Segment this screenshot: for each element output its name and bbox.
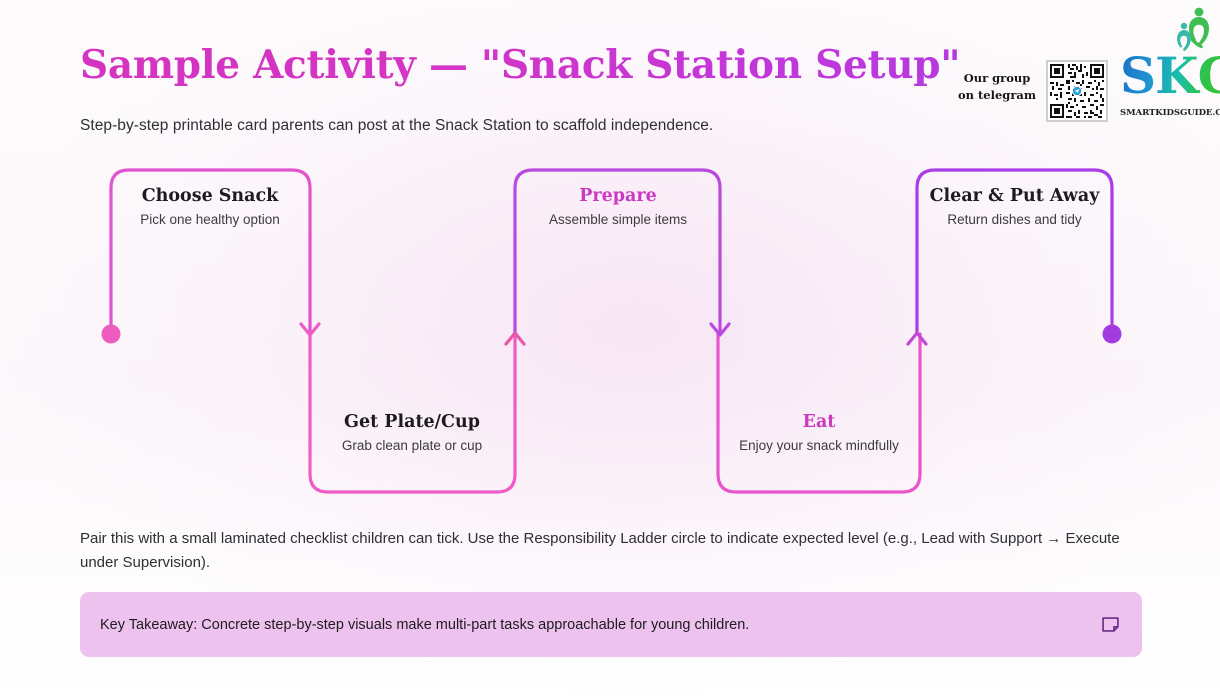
flow-step-eat[interactable]: Eat Enjoy your snack mindfully — [729, 411, 909, 455]
flow-step-desc: Pick one healthy option — [140, 212, 280, 227]
flow-step-title: Prepare — [579, 186, 657, 206]
flow-step-choose-snack[interactable]: Choose Snack Pick one healthy option — [120, 185, 300, 229]
page-subtitle: Step-by-step printable card parents can … — [80, 117, 714, 134]
flow-step-get-plate-cup[interactable]: Get Plate/Cup Grab clean plate or cup — [322, 411, 502, 455]
flow-step-title: Choose Snack — [141, 186, 279, 206]
flow-step-title: Eat — [802, 412, 836, 432]
flow-step-title: Clear & Put Away — [929, 186, 1100, 206]
flow-start-node — [101, 324, 121, 344]
flow-step-desc: Return dishes and tidy — [947, 212, 1082, 227]
page-title: Sample Activity — "Snack Station Setup" — [80, 42, 961, 88]
flow-end-node — [1102, 324, 1122, 344]
key-takeaway-text: Key Takeaway: Concrete step-by-step visu… — [100, 616, 750, 633]
sticky-note-icon[interactable] — [1101, 615, 1120, 634]
flow-step-desc: Assemble simple items — [548, 212, 688, 227]
key-takeaway-banner: Key Takeaway: Concrete step-by-step visu… — [80, 592, 1142, 657]
telegram-label: Our group on telegram — [957, 71, 1037, 102]
skg-logo: SKG SMARTKIDSGUIDE.COM — [1120, 7, 1220, 126]
flow-step-desc: Enjoy your snack mindfully — [739, 438, 899, 453]
brand-block: Our group on telegram — [954, 7, 1220, 126]
flow-step-desc: Grab clean plate or cup — [341, 438, 483, 453]
flow-step-title: Get Plate/Cup — [344, 412, 480, 432]
flow-diagram: Choose Snack Pick one healthy option Get… — [0, 150, 1220, 510]
people-figures-icon — [1160, 6, 1218, 56]
body-paragraph: Pair this with a small laminated checkli… — [80, 530, 1120, 571]
flow-connectors — [101, 168, 1122, 494]
flow-step-prepare[interactable]: Prepare Assemble simple items — [528, 185, 708, 229]
skg-wordmark: SKG — [1120, 46, 1220, 105]
qr-code-icon[interactable] — [1046, 60, 1108, 122]
flow-step-clear-put-away[interactable]: Clear & Put Away Return dishes and tidy — [927, 185, 1102, 229]
skg-domain: SMARTKIDSGUIDE.COM — [1120, 108, 1220, 118]
